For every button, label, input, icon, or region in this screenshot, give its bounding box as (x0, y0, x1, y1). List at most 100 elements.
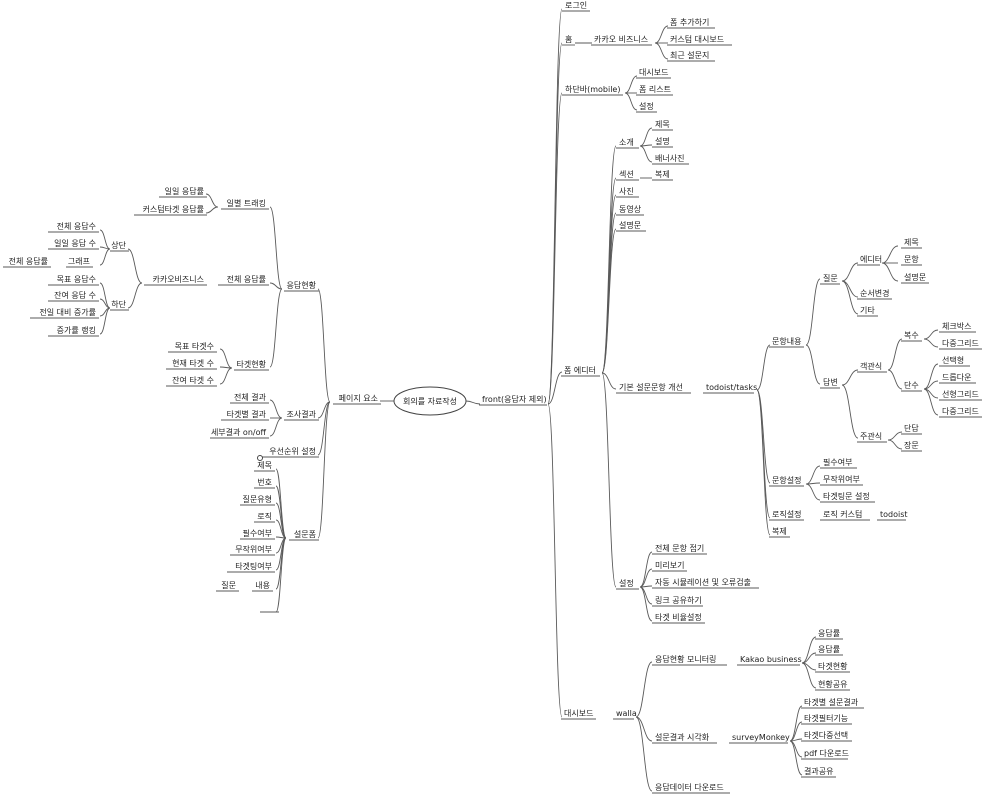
root-node[interactable] (393, 386, 467, 416)
node-kakao-business: 카카오 비즈니스 (594, 34, 648, 44)
node-item-settings: 문항설정 (772, 475, 801, 485)
node-sf-8-left: 질문 (221, 581, 236, 590)
node-intro: 소개 (619, 137, 634, 147)
node-logic-settings: 로직설정 (772, 509, 801, 519)
node-settings2: 설정 (619, 578, 634, 588)
node-title-group: 질문 (823, 274, 838, 283)
connector-line (624, 92, 638, 111)
node-raw-download: 응답데이터 다운로드 (655, 782, 724, 792)
connector-line (547, 92, 563, 405)
node-sr-3: 세부결과 on/off (211, 427, 267, 437)
node-daily-1: 일일 응답률 (165, 186, 204, 196)
node-sf-2: 번호 (257, 478, 272, 487)
node-multiple: 복수 (904, 331, 919, 340)
connector-line (465, 400, 481, 405)
node-front: front(응답자 제외) (482, 394, 547, 404)
node-objective: 객관식 (860, 361, 882, 371)
connector-line (275, 537, 287, 613)
node-multi-grid: 다중그리드 (942, 407, 979, 416)
node-target-ratio: 타겟 비율설정 (655, 612, 702, 622)
connector-line (317, 288, 331, 403)
connector-line (841, 280, 859, 315)
node-settings: 설정 (639, 101, 654, 111)
connector-line (881, 245, 899, 264)
node-todoist: todoist (880, 510, 908, 519)
node-low-1: 목표 응답수 (57, 274, 96, 284)
connector-line (624, 75, 638, 94)
node-custom-dashboard: 커스텀 대시보드 (670, 34, 724, 44)
node-low-4: 증가률 랭킹 (57, 325, 96, 335)
node-form-list: 폼 리스트 (639, 85, 671, 94)
node-recent-survey: 최근 설문지 (670, 50, 709, 60)
node-mon-2: 응답률 (818, 644, 840, 654)
node-editor-desc: 설명문 (904, 272, 926, 282)
node-login: 로그인 (565, 0, 587, 10)
node-required: 필수여부 (823, 457, 852, 467)
connector-line (205, 206, 219, 214)
connector-line (219, 348, 233, 369)
connector-line (801, 662, 817, 689)
node-up-2: 일일 응답 수 (54, 238, 96, 248)
node-sr-2: 타겟별 결과 (227, 409, 267, 419)
connector-line (547, 371, 563, 405)
node-copy: 복제 (772, 527, 787, 536)
connector-line (639, 145, 653, 163)
node-sf-7: 타겟팅여부 (235, 561, 272, 571)
node-walla: walla (616, 709, 637, 718)
node-page-elements: 페이지 요소 (339, 393, 378, 403)
connector-line (841, 369, 859, 386)
connector-line (789, 740, 803, 758)
node-total-rate: 전체 응답률 (227, 274, 266, 284)
node-link-share: 링크 공유하기 (655, 595, 702, 605)
connector-line (887, 431, 903, 441)
node-etc: 기타 (860, 306, 875, 315)
connector-line (547, 42, 563, 405)
node-short: 단답 (904, 423, 919, 433)
connector-line (275, 519, 287, 539)
node-video: 동영상 (619, 204, 642, 214)
node-priority: 우선순위 설정 (269, 446, 316, 456)
node-tabbar: 하단바(mobile) (565, 84, 620, 94)
connector-line (756, 344, 771, 391)
node-tabbar-dashboard: 대시보드 (639, 68, 668, 77)
connector-line (801, 636, 817, 664)
node-low-3: 전일 대비 증가률 (39, 307, 96, 317)
connector-line (841, 280, 859, 298)
connector-line (269, 399, 283, 419)
connector-line (317, 401, 331, 456)
node-intro-title: 제목 (655, 120, 670, 129)
node-t-3: 잔여 타겟 수 (172, 375, 214, 385)
connector-line (547, 403, 563, 718)
node-todoist-tasks: todoist/tasks (706, 383, 757, 392)
node-low-2: 잔여 응답 수 (54, 290, 96, 300)
node-vis-3: 타겟다중선택 (804, 730, 848, 740)
node-sf-4: 로직 (257, 511, 272, 521)
connector-line (841, 384, 859, 439)
connector-line (269, 417, 283, 437)
node-editor-body: 문항 (904, 255, 919, 264)
node-home: 홈 (565, 34, 572, 44)
connector-line (99, 248, 111, 266)
connector-line (805, 465, 821, 485)
connector-line (923, 363, 939, 390)
node-sf-6: 무작위여부 (235, 544, 272, 554)
connector-line (654, 42, 669, 60)
node-random: 무작위여부 (823, 474, 860, 484)
node-dropdown-multi: 다중그리드 (942, 339, 979, 348)
node-basic-form: 기본 설문문항 개선 (619, 382, 683, 392)
node-section: 섹션 (619, 169, 634, 179)
connector-line (923, 338, 939, 348)
node-target-answer: 타겟팅문 설정 (823, 491, 870, 501)
node-item-content: 문항내용 (772, 337, 801, 346)
node-up-3: 그래프 (68, 257, 90, 266)
node-sf-1: 제목 (257, 461, 272, 470)
connector-line (639, 586, 653, 622)
node-all-item-hide: 전체 문항 접기 (655, 543, 704, 553)
node-editor-title: 제목 (904, 238, 919, 247)
connector-line (601, 372, 617, 390)
collapse-marker[interactable] (257, 455, 263, 461)
node-daily-2: 커스텀타겟 응답률 (143, 204, 204, 214)
node-banner-photo: 배너사진 (655, 153, 684, 163)
root-node-label: 회의를 자료작성 (403, 396, 457, 406)
node-subjective: 주관식 (860, 431, 882, 441)
